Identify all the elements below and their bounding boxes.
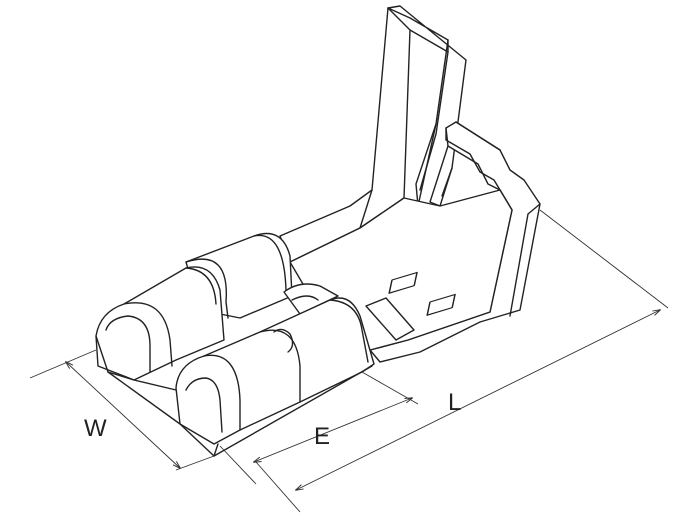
- slot-1: [388, 271, 418, 294]
- dimension-l: L: [255, 209, 669, 513]
- left-receptacle: [95, 266, 225, 381]
- length-label: L: [448, 389, 461, 416]
- width-label: W: [84, 415, 107, 442]
- middle-roll: [283, 283, 339, 315]
- engage-label: E: [314, 423, 330, 450]
- dimension-w: W: [29, 349, 215, 471]
